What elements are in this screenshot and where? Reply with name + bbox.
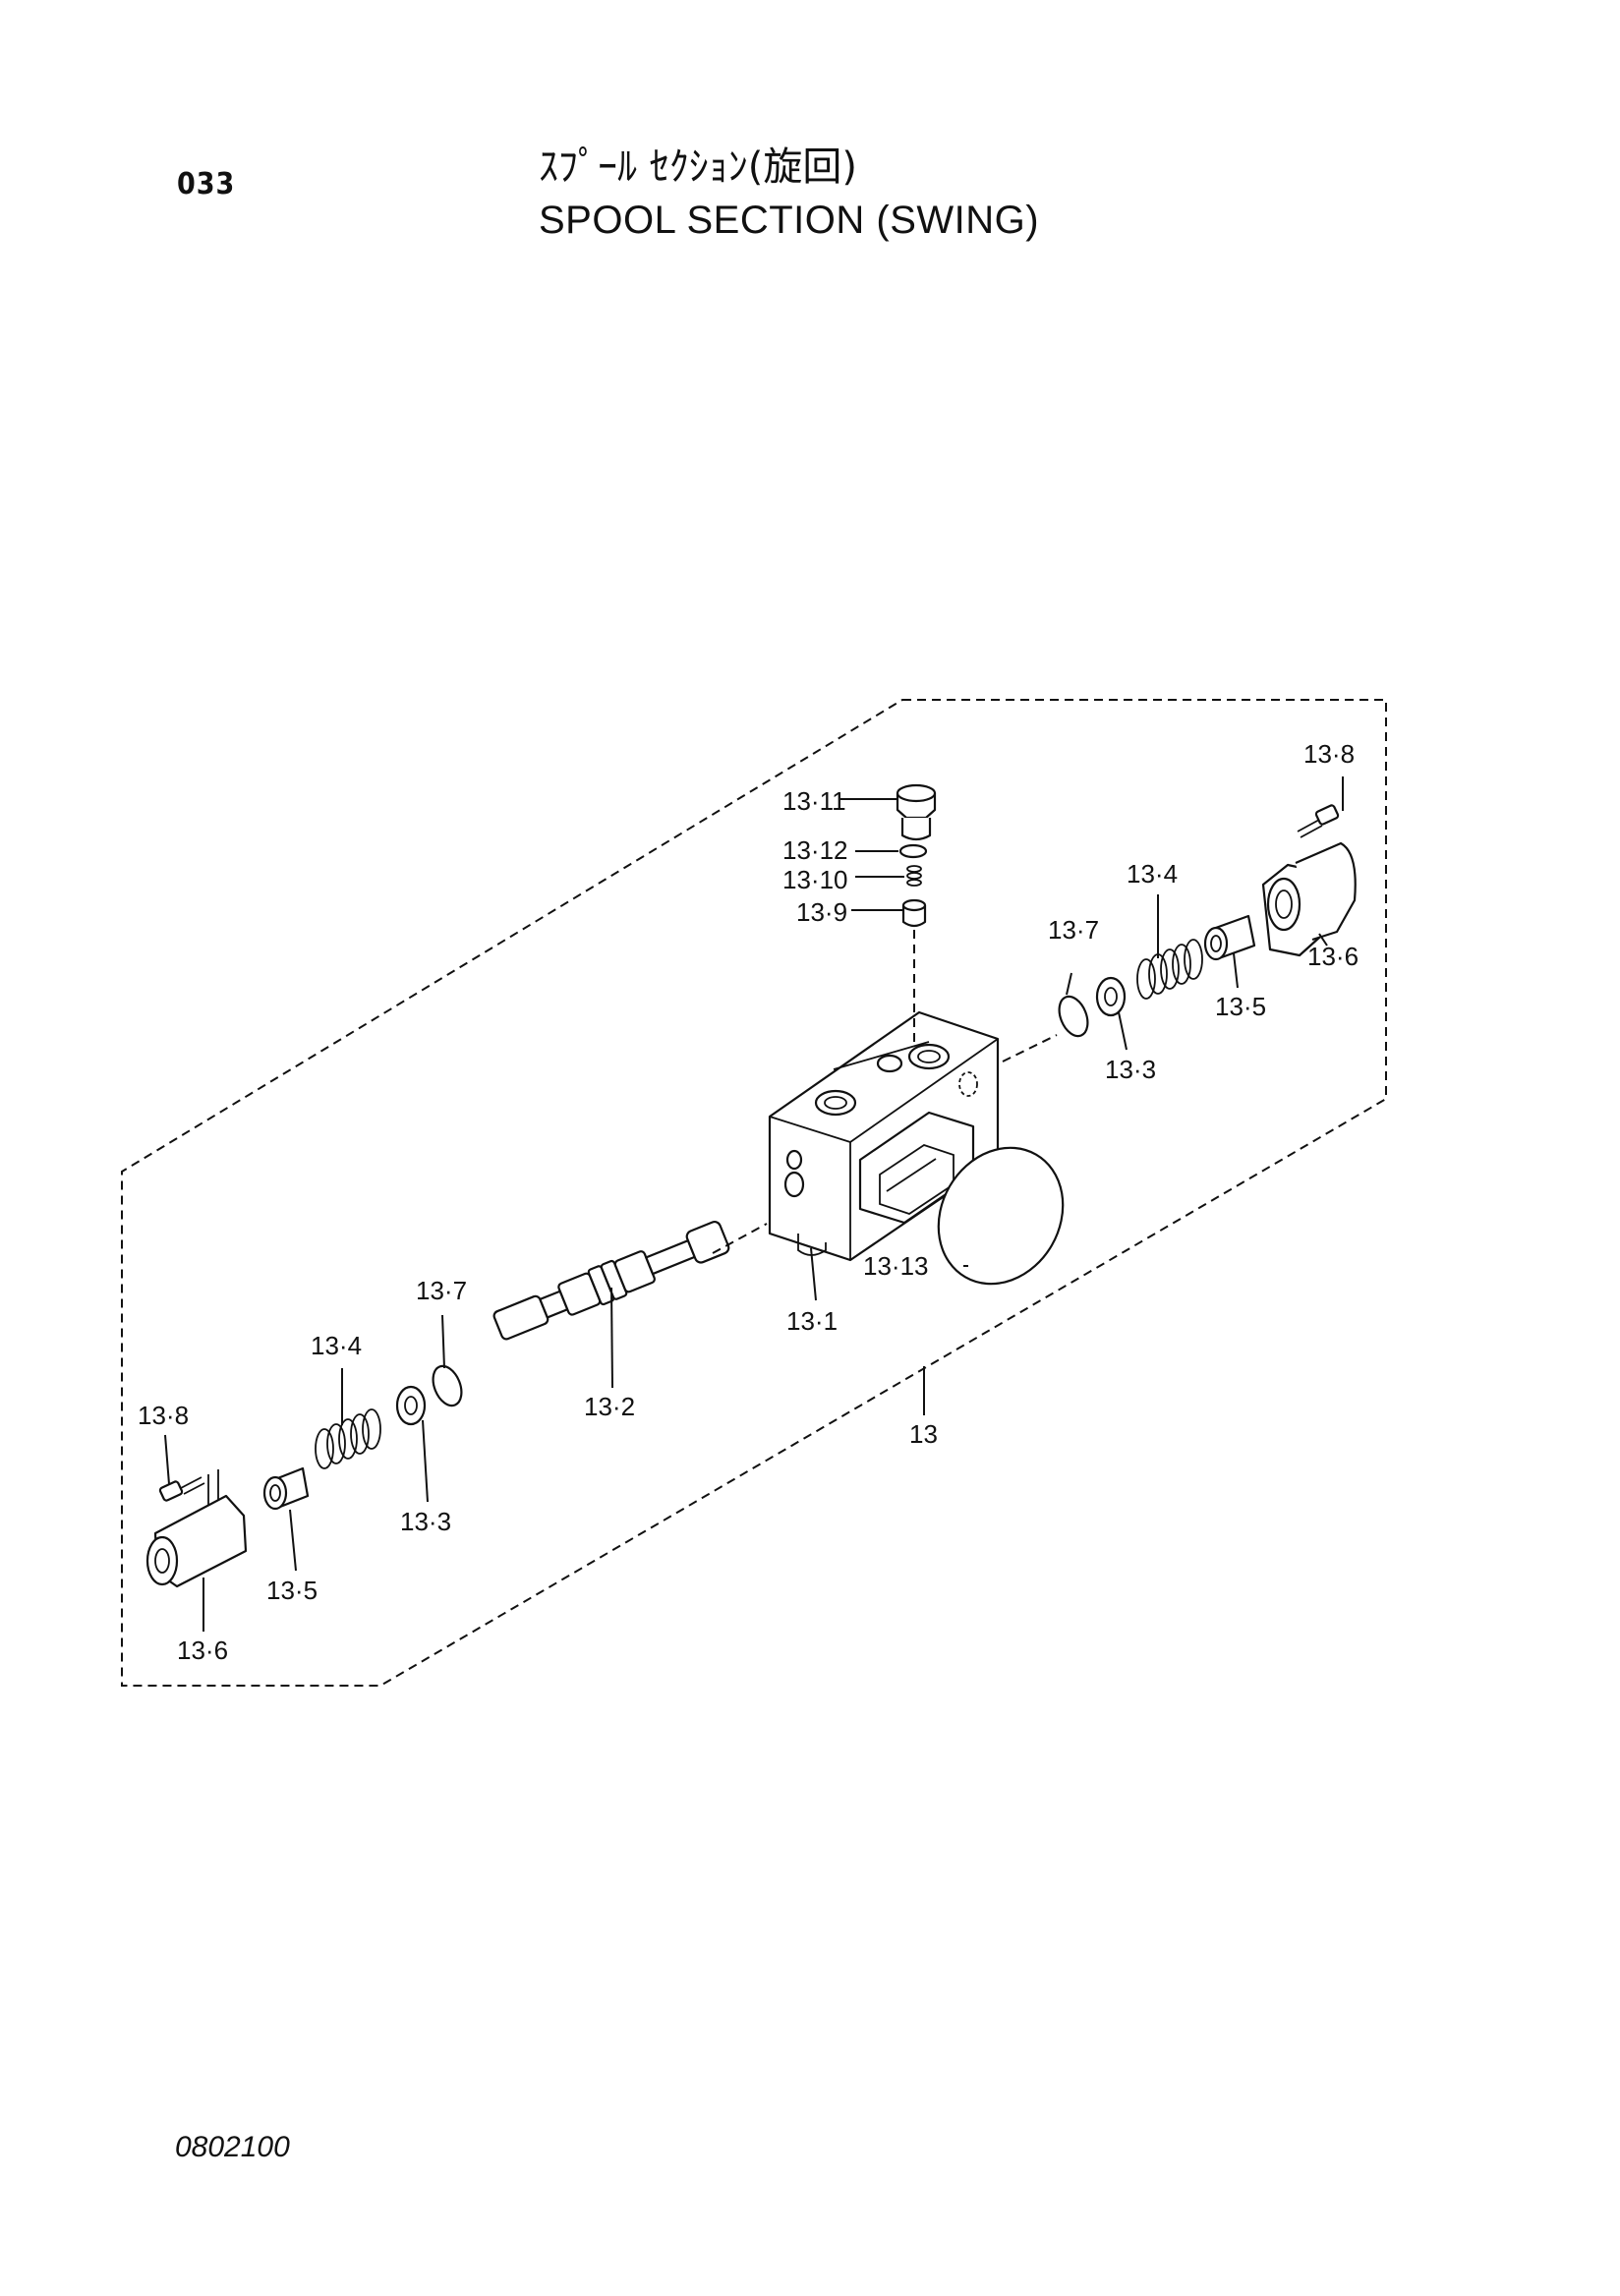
callout-13-10: 13·10 [782, 865, 848, 894]
callout-13-3-right: 13·3 [1105, 1055, 1156, 1084]
leader-lines [164, 776, 1344, 1632]
part-o-ring-large [937, 1146, 1065, 1286]
callout-13-1: 13·1 [786, 1306, 838, 1336]
left-axis-line [712, 1223, 768, 1254]
callout-13-7-right: 13·7 [1048, 915, 1099, 945]
callout-13-4-left: 13·4 [311, 1331, 362, 1360]
callout-13: 13 [909, 1419, 938, 1449]
document-code: 0802100 [175, 2131, 290, 2163]
part-spring-left [315, 1408, 381, 1469]
part-bolt-right [1297, 804, 1340, 838]
part-cap-right [1261, 841, 1357, 957]
part-valve-body [768, 1010, 1000, 1262]
callout-13-8-left: 13·8 [138, 1401, 189, 1430]
callout-13-5-left: 13·5 [266, 1576, 318, 1605]
right-axis-line [1002, 1034, 1058, 1062]
part-spool [492, 1220, 730, 1341]
part-o-ring-small [898, 843, 928, 859]
part-stopper-right [1203, 914, 1256, 961]
part-poppet [901, 898, 927, 928]
callout-13-13: 13·13 [863, 1251, 929, 1281]
part-spring-seat-left [395, 1385, 427, 1426]
callout-13-12: 13·12 [782, 835, 848, 865]
callout-13-2: 13·2 [584, 1392, 635, 1421]
part-plug [896, 783, 937, 841]
part-o-ring-right [1058, 995, 1089, 1038]
part-cap-left [145, 1469, 248, 1588]
callout-13-7-left: 13·7 [416, 1276, 467, 1305]
part-spring-small [906, 865, 922, 887]
callout-13-6-left: 13·6 [177, 1636, 228, 1665]
title-english: SPOOL SECTION (SWING) [539, 199, 1040, 242]
callout-13-3-left: 13·3 [400, 1507, 451, 1536]
assembly-boundary [121, 699, 1387, 1687]
title-japanese: ｽﾌﾟｰﾙ ｾｸｼｮﾝ(旋回) [539, 144, 857, 190]
part-o-ring-left [432, 1364, 463, 1407]
part-spring-right [1136, 939, 1203, 1000]
part-spring-seat-right [1095, 976, 1127, 1017]
callout-13-11: 13·11 [782, 786, 846, 816]
part-stopper-left [262, 1466, 310, 1511]
callout-13-5-right: 13·5 [1215, 992, 1266, 1021]
callout-13-6-right: 13·6 [1307, 942, 1359, 971]
callout-13-4-right: 13·4 [1127, 859, 1178, 889]
page-number: 033 [177, 167, 236, 201]
part-bolt-left [158, 1476, 205, 1502]
callout-13-8-right: 13·8 [1303, 739, 1355, 769]
callout-13-9: 13·9 [796, 897, 847, 927]
